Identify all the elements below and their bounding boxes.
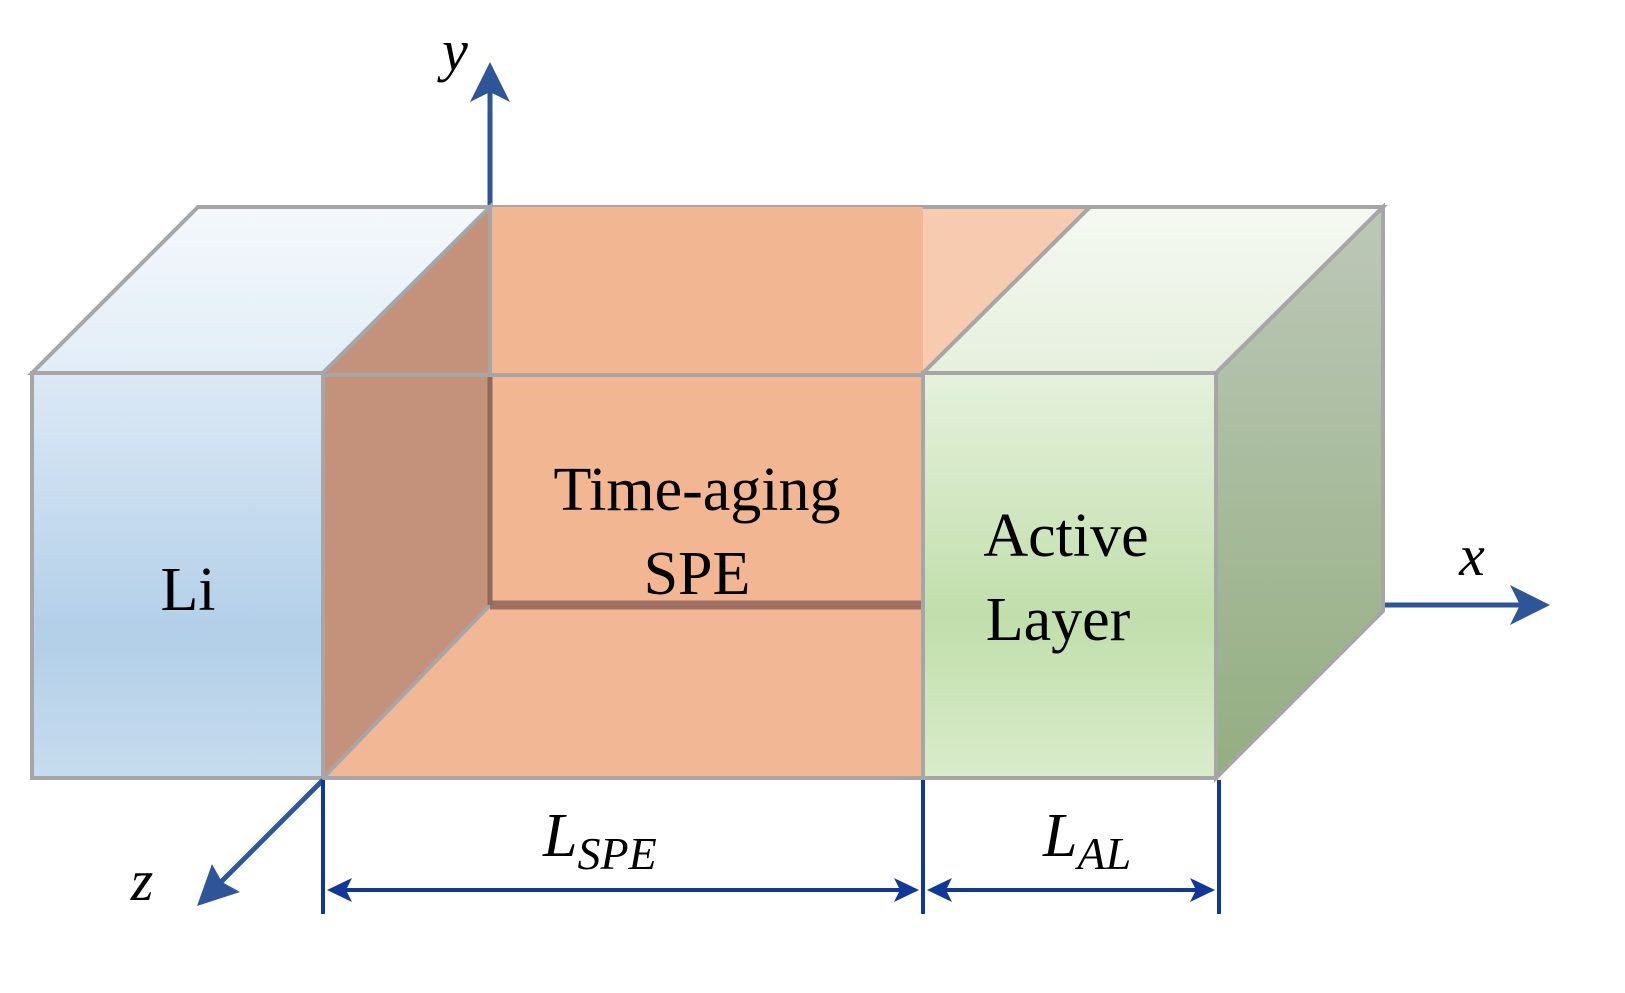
dim-spe-label-base: L — [542, 802, 577, 870]
li-front-face — [30, 371, 325, 780]
li-block — [27, 205, 495, 780]
spe-label-line2: SPE — [644, 540, 751, 608]
active-layer-label-line2: Layer — [986, 586, 1131, 654]
dim-al-label-subscript: AL — [1074, 828, 1131, 879]
dim-spe-arrow — [327, 878, 919, 902]
x-axis — [1385, 585, 1550, 625]
dim-al-label-base: L — [1042, 802, 1077, 870]
active-layer-label-line1: Active — [983, 502, 1148, 570]
dimension-lines — [321, 780, 1221, 914]
dim-al-arrow — [927, 878, 1215, 902]
y-axis-arrowhead — [470, 62, 510, 102]
dim-spe-label: LSPE — [542, 802, 657, 879]
li-label: Li — [160, 556, 215, 624]
spe-back-face — [490, 207, 923, 605]
x-axis-arrowhead — [1510, 585, 1550, 625]
active-layer-block — [918, 202, 1388, 783]
y-axis — [470, 62, 510, 220]
z-axis — [197, 778, 325, 906]
dim-spe-label-subscript: SPE — [577, 828, 656, 879]
al-front-face — [921, 371, 1218, 780]
z-axis-label: z — [130, 848, 154, 913]
spe-region — [318, 202, 1095, 783]
dim-al-label: LAL — [1042, 802, 1131, 879]
z-axis-arrowhead — [197, 864, 240, 906]
y-axis-label: y — [437, 18, 468, 83]
spe-label-line1: Time-aging — [553, 456, 840, 524]
spe-bottom-face — [323, 605, 923, 778]
x-axis-label: x — [1458, 523, 1485, 588]
